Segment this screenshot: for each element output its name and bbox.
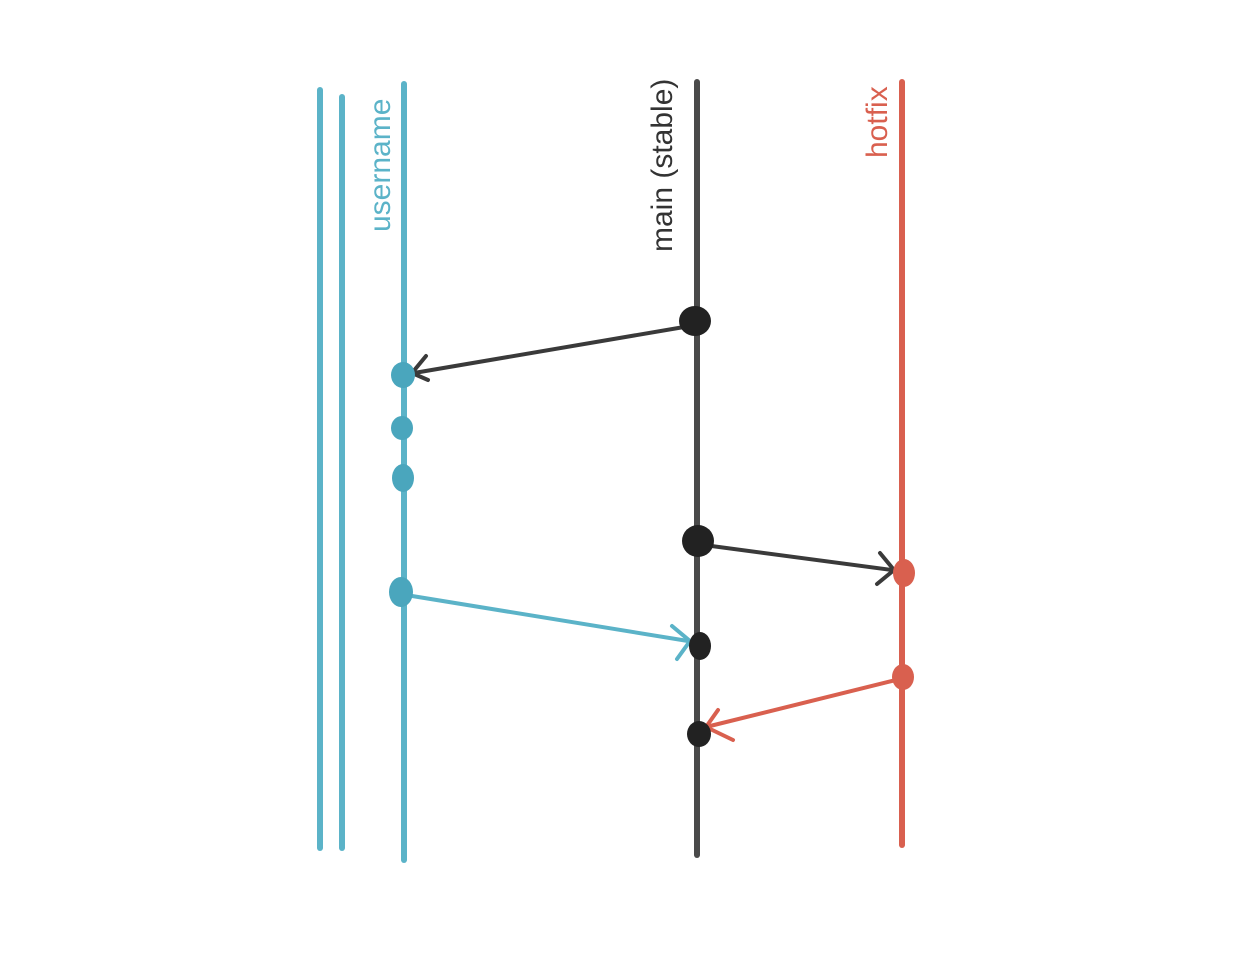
arrow-main-to-hotfix [702, 543, 894, 572]
username-commit [392, 464, 414, 492]
main-commit [682, 525, 714, 557]
main-commit [687, 721, 711, 747]
main-commit [689, 632, 711, 660]
arrow-main-to-username [412, 324, 692, 375]
hotfix-branch-label: hotfix [861, 86, 894, 158]
hotfix-commit [893, 559, 915, 587]
hotfix-commit [892, 664, 914, 690]
username-commit [391, 416, 413, 440]
arrow-username-to-main-head [670, 624, 692, 661]
username-branch-label: username [364, 99, 397, 232]
arrow-hotfix-to-main [704, 678, 898, 729]
main-commit [679, 306, 711, 336]
username-commit [391, 362, 415, 388]
arrow-username-to-main [404, 593, 690, 643]
main-branch-label: main (stable) [646, 79, 679, 252]
username-commit [389, 577, 413, 607]
